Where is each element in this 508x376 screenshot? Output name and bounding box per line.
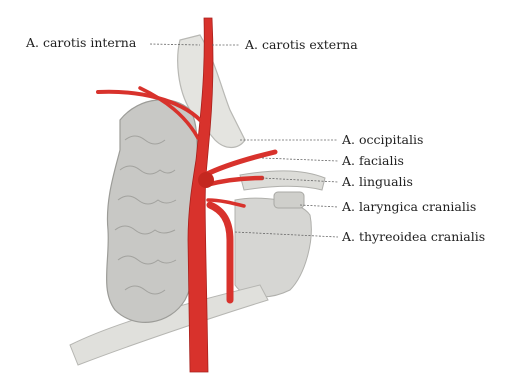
thyroid-artery — [210, 205, 230, 300]
leader-facialis — [262, 158, 338, 161]
label-facialis: A. facialis — [342, 154, 404, 168]
label-laryngica-cranialis: A. laryngica cranialis — [342, 200, 476, 214]
label-carotis-interna: A. carotis interna — [26, 36, 136, 50]
label-thyreoidea-cranialis: A. thyreoidea cranialis — [342, 230, 485, 244]
leader-laryngica — [300, 205, 338, 207]
bifurcation-node — [198, 172, 214, 188]
label-occipitalis: A. occipitalis — [342, 133, 423, 147]
label-carotis-externa: A. carotis externa — [245, 38, 358, 52]
tissue-mass — [235, 198, 311, 297]
label-lingualis: A. lingualis — [342, 175, 413, 189]
hyoid-tip — [274, 192, 304, 208]
salivary-gland — [107, 100, 202, 323]
